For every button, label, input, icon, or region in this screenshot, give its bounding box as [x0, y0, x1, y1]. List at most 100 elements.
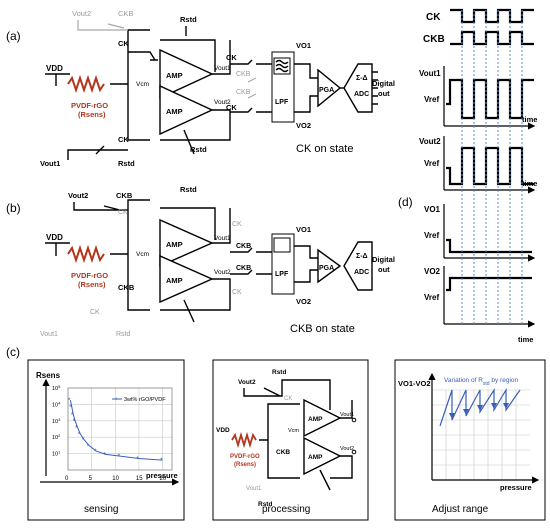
ck-grey-b2: CK [90, 309, 100, 316]
vout2-node-label: Vout2 [214, 99, 231, 106]
panel-c-label: (c) [6, 345, 20, 359]
y-tick-label: 104 [52, 400, 61, 408]
rstd-grey-b: Rstd [116, 331, 131, 338]
time-label-3: time [518, 335, 533, 344]
vdd-label: VDD [46, 64, 63, 73]
vout1-proc-grey: Vout1 [246, 486, 262, 492]
ckb-sw-b1: CKB [236, 243, 251, 250]
vo2-waveform [446, 276, 532, 292]
ckb-label-b2: CKB [118, 283, 135, 292]
vout1-waveform [446, 78, 534, 120]
adc-label: ADC [354, 91, 369, 98]
amp1-label-b: AMP [166, 240, 183, 249]
panel-a-label: (a) [6, 29, 21, 43]
ck-label-sw2: CK [226, 103, 237, 112]
pga-label-b: PGA [319, 265, 334, 272]
out-label: out [378, 89, 390, 98]
amp1-symbol [159, 48, 214, 100]
pga-block [317, 68, 342, 108]
sensor-label: PVDF-rGO [71, 101, 108, 110]
x-tick-label: 5 [89, 476, 93, 482]
vref-label-4: Vref [424, 293, 439, 302]
vref-label-2: Vref [424, 159, 439, 168]
ckb-waveform [450, 30, 534, 46]
data-point: * [103, 452, 106, 459]
ck-label-sw1: CK [226, 53, 237, 62]
adjust-caption: Adjust range [432, 504, 489, 515]
rstd-proc-top: Rstd [272, 369, 286, 376]
data-point: * [118, 454, 121, 461]
ckb-proc-label: CKB [276, 449, 290, 456]
y-tick-label: 105 [52, 384, 61, 392]
sensor-proc-sub: (Rsens) [234, 462, 256, 468]
vo2-label-b: VO2 [296, 297, 311, 306]
vo1-waveform [446, 238, 532, 254]
x-tick-label: 15 [136, 476, 143, 482]
y-tick-label: 102 [52, 433, 61, 441]
vref-label-3: Vref [424, 231, 439, 240]
legend-label: 3wt% rGO/PVDF [124, 397, 166, 403]
amp2-symbol [159, 84, 214, 136]
data-point: * [78, 431, 81, 438]
adc-block-b [343, 241, 373, 291]
amp2-proc-label: AMP [308, 454, 323, 461]
pga-block-b [317, 248, 342, 284]
amp1-proc-symbol [303, 398, 342, 438]
ck-waveform [450, 8, 534, 24]
data-point: * [73, 418, 76, 425]
vout2-proc-label2: Vout2 [340, 446, 354, 452]
processing-caption: processing [262, 504, 310, 515]
pressure-axis-label-2: pressure [500, 483, 532, 492]
panel-b-label: (b) [6, 201, 21, 215]
ck-label-bottom: CK [118, 135, 129, 144]
data-point: * [69, 404, 72, 411]
data-point: * [68, 398, 71, 405]
x-tick-label: 0 [65, 476, 69, 482]
adc-block [343, 63, 373, 113]
vo1-label-b: VO1 [296, 225, 311, 234]
vo2-label: VO2 [296, 121, 311, 130]
sensing-caption: sensing [84, 504, 118, 515]
rstd-label-top: Rstd [180, 15, 197, 24]
ck-state-caption: CK on state [296, 143, 353, 155]
vout1-proc-label: Vout1 [340, 412, 354, 418]
data-point: * [71, 412, 74, 419]
sensor-sub-label-b: (Rsens) [78, 280, 106, 289]
vdd-proc-label: VDD [216, 427, 230, 434]
vcm-label-b: Vcm [136, 251, 149, 258]
amp2-symbol-b [159, 254, 214, 304]
panel-a-circuit: VDD PVDF-rGO (Rsens) Vout2 CKB Rstd CK A… [40, 9, 395, 168]
adjust-grid [431, 389, 530, 481]
vout2-proc-label: Vout2 [238, 379, 256, 386]
ckb-grey-sw1: CKB [236, 71, 251, 78]
amp1-label: AMP [166, 71, 183, 80]
sensor-resistor-icon [67, 74, 105, 94]
series-line [69, 400, 163, 461]
panel-b-circuit: VDD PVDF-rGO (Rsens) Vout2 CKB Rstd CK A… [40, 185, 395, 338]
variation-label: Variation of Rstd by region [444, 377, 519, 387]
vref-label-1: Vref [424, 95, 439, 104]
vo-diff-axis-label: VO1-VO2 [398, 379, 431, 388]
data-point: * [94, 449, 97, 456]
vcm-label: Vcm [136, 81, 149, 88]
vo1-label: VO1 [296, 41, 311, 50]
lpf-label-b: LPF [275, 271, 289, 278]
vout2-timing-label: Vout2 [419, 137, 441, 146]
adc-label-b: ADC [354, 269, 369, 276]
rstd-label-b-top: Rstd [180, 185, 197, 194]
sensor-resistor-icon-b [67, 244, 105, 264]
vout2-waveform [446, 146, 534, 186]
x-tick-label: 20 [160, 476, 167, 482]
rstd-proc-bottom: Rstd [258, 501, 272, 508]
data-point: * [160, 458, 163, 465]
ckb-grey-label: CKB [118, 9, 133, 18]
timing-guide-lines [461, 10, 523, 324]
amp2-proc-symbol [303, 436, 342, 476]
amp2-label: AMP [166, 107, 183, 116]
ckb-label-b: CKB [116, 191, 133, 200]
ck-label-top: CK [118, 39, 129, 48]
sensor-sub-label: (Rsens) [78, 110, 106, 119]
vo1-timing-label: VO1 [424, 205, 441, 214]
vout1-grey-b: Vout1 [40, 331, 58, 338]
